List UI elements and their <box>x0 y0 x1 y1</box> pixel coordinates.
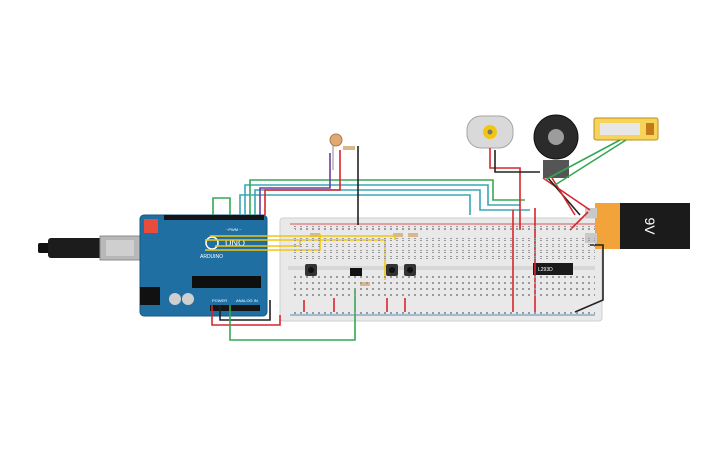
usb-cable[interactable] <box>38 235 141 261</box>
battery-9v[interactable]: 9V <box>585 203 690 249</box>
photoresistor[interactable] <box>329 133 343 170</box>
capacitor <box>169 293 181 305</box>
breadboard-hole-grid <box>290 226 595 315</box>
motor-driver-chip[interactable]: L293D <box>533 263 573 275</box>
dc-motor[interactable] <box>466 115 514 149</box>
resistor[interactable] <box>310 233 320 237</box>
resistor[interactable] <box>393 233 403 237</box>
reset-button[interactable] <box>144 219 158 233</box>
digital-header[interactable] <box>164 215 264 220</box>
board-name-label: UNO <box>225 238 245 248</box>
battery-voltage-label: 9V <box>642 217 658 235</box>
resistor[interactable] <box>408 233 418 237</box>
analog-header[interactable] <box>210 305 260 311</box>
arduino-uno-board[interactable]: UNO ARDUINO ~PWM ~ POWER ANALOG IN <box>139 214 268 317</box>
rotary-encoder[interactable] <box>533 114 579 178</box>
analog-label: ANALOG IN <box>236 298 258 303</box>
arduino-logo-icon <box>205 236 219 250</box>
atmega-chip <box>192 276 261 288</box>
breadboard-holes <box>295 228 595 231</box>
transistor[interactable] <box>350 268 362 276</box>
brand-label: ARDUINO <box>200 254 223 260</box>
power-label: POWER <box>212 298 227 303</box>
pwm-label: ~PWM ~ <box>226 227 242 232</box>
capacitor <box>182 293 194 305</box>
resistor[interactable] <box>343 146 355 150</box>
power-jack <box>140 287 160 305</box>
chip-label: L293D <box>538 267 553 273</box>
lcd-module[interactable] <box>593 117 659 141</box>
